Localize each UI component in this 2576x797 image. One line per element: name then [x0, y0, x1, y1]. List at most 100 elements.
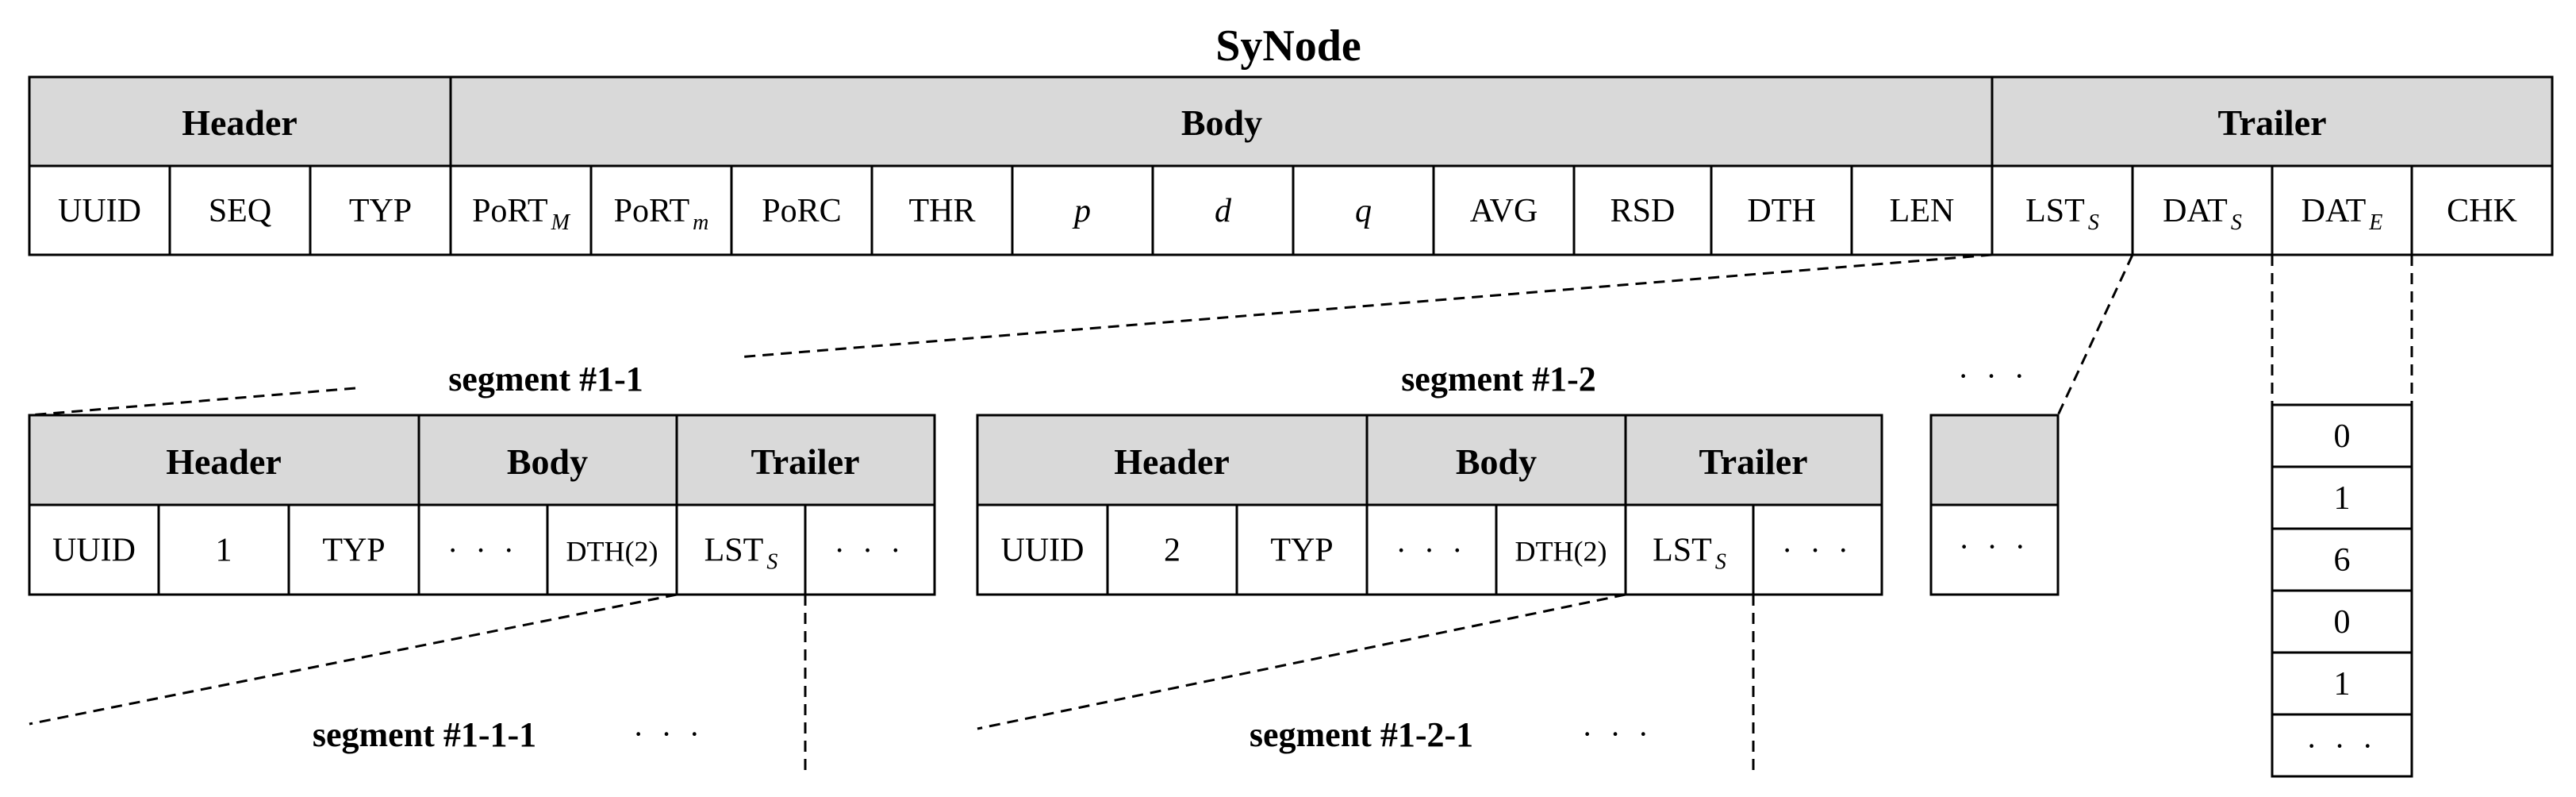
main-field-cell — [1710, 164, 1853, 256]
segment-1-2-trailer-label: Trailer — [1699, 441, 1807, 482]
dat-value-text: · · · — [2306, 728, 2378, 764]
main-field-label: SEQ — [209, 193, 271, 229]
connector-line — [29, 387, 356, 417]
main-body-label: Body — [1181, 102, 1262, 143]
segment-1-1-label: segment #1-1 — [448, 360, 643, 398]
segment-1-2-field-cell — [1235, 503, 1369, 596]
dat-value-cell — [2271, 527, 2413, 592]
main-field-label: PoRC — [762, 193, 841, 229]
main-field-label: THR — [909, 193, 976, 229]
segment-1-2-field-label: TYP — [1270, 533, 1333, 569]
segment-1-2-field-text: · · · — [1782, 533, 1853, 568]
segment-1-1-field-text: UUID — [52, 533, 136, 569]
main-field-text: AVG — [1470, 193, 1538, 229]
main-field-label: AVG — [1470, 193, 1538, 229]
segment-1-2-body-label: Body — [1456, 441, 1537, 482]
main-field-text: LEN — [1890, 193, 1955, 229]
main-trailer-group — [1991, 75, 2554, 167]
connector-lines — [29, 253, 2413, 770]
dat-value-text: 1 — [2334, 666, 2351, 703]
segment-1-1-field-label: 1 — [216, 533, 232, 569]
main-field-label: PoRT — [614, 193, 690, 229]
main-field-label: LST — [2025, 193, 2085, 229]
segment-1-2-trailer-group — [1624, 414, 1883, 506]
main-field-label: TYP — [349, 193, 412, 229]
main-field-text: PoRC — [762, 193, 841, 229]
main-body-group — [449, 75, 1994, 167]
dat-value-text: 0 — [2334, 418, 2351, 455]
main-field-cell — [1292, 164, 1435, 256]
dat-value-cell — [2271, 403, 2413, 468]
main-header-group — [28, 75, 452, 167]
segment-1-2-field-label: · · · — [1396, 533, 1468, 568]
segment-1-1-field-text: · · · — [835, 533, 906, 568]
main-field-cell — [870, 164, 1014, 256]
dat-value-text: 0 — [2334, 604, 2351, 641]
segment-1-1-trailer-group — [675, 414, 936, 506]
segment-1-1-trailer-label: Trailer — [751, 441, 859, 482]
connector-line — [977, 593, 1626, 730]
main-field-subscript: S — [2088, 210, 2099, 235]
segment-1-1-body-group — [417, 414, 678, 506]
more-segments-field-text: · · · — [1959, 529, 2030, 564]
diagram-title: SyNode — [1215, 21, 1361, 71]
main-trailer-label: Trailer — [2217, 102, 2326, 143]
segment-1-2-field-text: UUID — [1001, 533, 1085, 569]
segment-1-1-field-subscript: S — [766, 550, 777, 575]
main-field-cell — [589, 164, 733, 256]
segment-1-1-field-text: TYP — [322, 533, 385, 569]
main-field-label: UUID — [58, 193, 141, 229]
segment-1-2-field-cell — [1624, 503, 1755, 596]
segment-1-1-field-text: DTH(2) — [566, 536, 658, 568]
segment-1-1-field-cell — [804, 503, 936, 596]
dat-value-cell — [2271, 465, 2413, 530]
segment-1-2-field-cell — [1365, 503, 1498, 596]
segment-1-1-field-label: UUID — [52, 533, 136, 569]
connector-line — [737, 253, 1993, 359]
main-field-subscript: E — [2368, 210, 2382, 235]
main-field-subscript: m — [693, 210, 708, 235]
segment-1-1-field-text: · · · — [447, 533, 519, 568]
dat-value-cell — [2271, 589, 2413, 654]
main-field-label: PoRT — [472, 193, 548, 229]
main-field-cell — [309, 164, 452, 256]
main-field-text: d — [1215, 193, 1232, 229]
main-field-text: CHK — [2447, 193, 2517, 229]
segment-1-2-field-cell — [1106, 503, 1238, 596]
more-segments-packet: · · · — [1929, 414, 2060, 596]
segment-1-1-field-label: LST — [704, 533, 764, 569]
main-field-label: p — [1072, 193, 1091, 229]
dat-value-cell — [2271, 713, 2413, 778]
segment-1-2-field-label: UUID — [1001, 533, 1085, 569]
main-field-cell — [730, 164, 873, 256]
segment-1-2-field-label: 2 — [1164, 533, 1181, 569]
segment-1-1-field-text: 1 — [216, 533, 232, 569]
main-field-text: RSD — [1610, 193, 1676, 229]
segment-1-1-field-label: TYP — [322, 533, 385, 569]
main-field-cell — [2271, 164, 2413, 256]
segment-1-1-header-group — [28, 414, 420, 506]
segment-1-1-header-label: Header — [166, 441, 282, 482]
main-field-label: d — [1215, 193, 1232, 229]
main-field-subscript: S — [2231, 210, 2242, 235]
segment-1-2-label: segment #1-2 — [1401, 360, 1596, 398]
main-field-cell — [449, 164, 593, 256]
segment-1-1-field-label: · · · — [835, 533, 906, 568]
main-field-cell — [1151, 164, 1295, 256]
main-field-text: THR — [909, 193, 976, 229]
connector-line — [29, 593, 678, 726]
segment-1-1-field-label: DTH(2) — [566, 536, 658, 568]
main-field-label: DAT — [2302, 193, 2367, 229]
main-field-text: p — [1072, 193, 1091, 229]
segment-1-1-field-cell — [287, 503, 420, 596]
segment-1-2-field-text: 2 — [1164, 533, 1181, 569]
main-field-text: TYP — [349, 193, 412, 229]
main-field-text: SEQ — [209, 193, 271, 229]
segment-1-2-field-text: · · · — [1396, 533, 1468, 568]
segment-1-1-field-label: · · · — [447, 533, 519, 568]
